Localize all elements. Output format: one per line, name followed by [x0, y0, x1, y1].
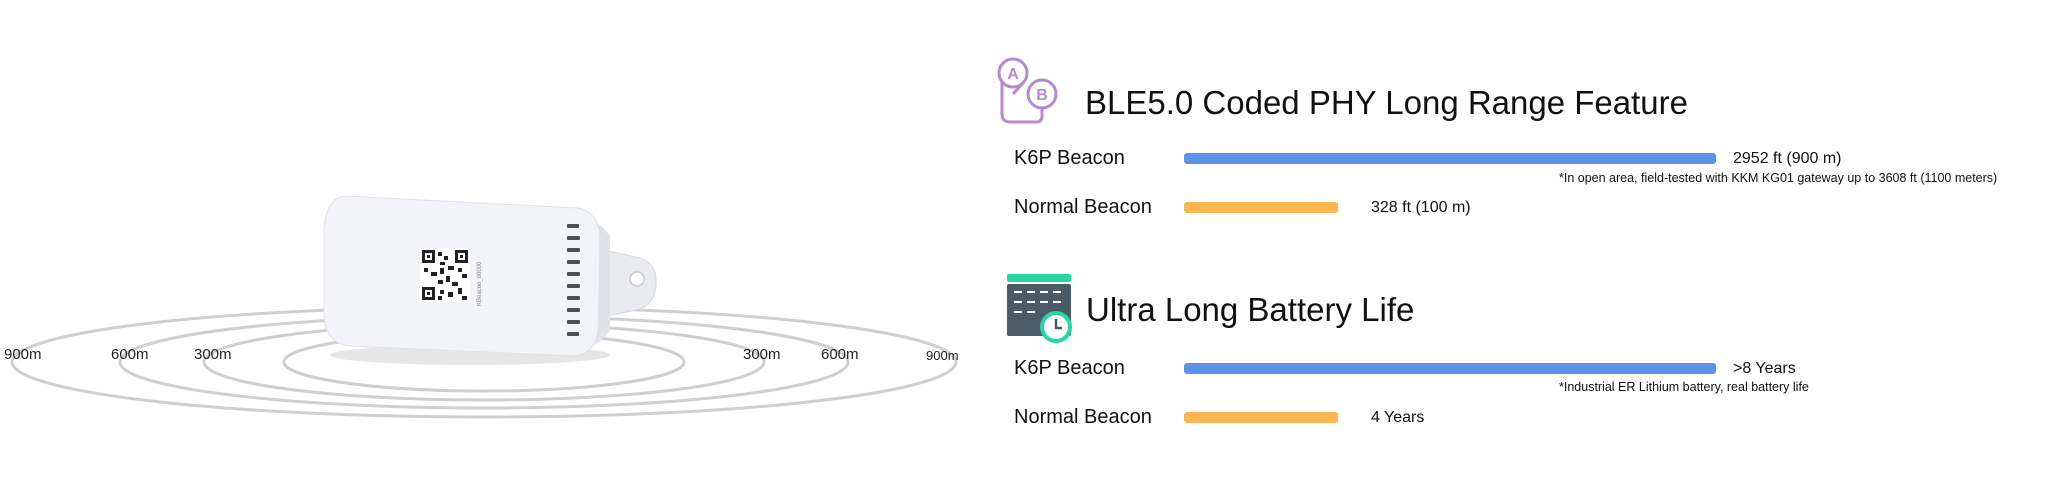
- svg-text:A: A: [1007, 66, 1019, 83]
- range-label-right-900m: 900m: [926, 348, 959, 363]
- svg-text:B: B: [1036, 87, 1048, 104]
- range-value-normal: 328 ft (100 m): [1371, 199, 1471, 216]
- battery-value-k6p: >8 Years: [1733, 360, 1796, 377]
- range-label-right-300m: 300m: [743, 346, 781, 363]
- range-value-k6p: 2952 ft (900 m): [1733, 150, 1842, 167]
- qr-code-icon: [420, 248, 470, 302]
- range-section-title: BLE5.0 Coded PHY Long Range Feature: [1085, 84, 1688, 121]
- device-label: KBeacon_00000: [477, 261, 483, 306]
- range-row-label-k6p: K6P Beacon: [1014, 147, 1125, 169]
- battery-row-label-k6p: K6P Beacon: [1014, 357, 1125, 379]
- range-footnote: *In open area, field-tested with KKM KG0…: [1559, 171, 1998, 185]
- battery-value-normal: 4 Years: [1371, 409, 1425, 426]
- range-bar-k6p: [1184, 153, 1716, 164]
- range-diagram: KBeacon_00000: [10, 195, 958, 419]
- calendar-clock-icon: [1007, 274, 1072, 343]
- ab-location-pins-icon: A B: [997, 57, 1058, 124]
- range-row-label-normal: Normal Beacon: [1014, 196, 1152, 218]
- range-label-left-300m: 300m: [194, 346, 232, 363]
- battery-footnote: *Industrial ER Lithium battery, real bat…: [1559, 380, 1809, 394]
- battery-section-title: Ultra Long Battery Life: [1086, 291, 1415, 328]
- range-label-right-600m: 600m: [821, 346, 859, 363]
- range-label-left-900m: 900m: [4, 346, 42, 363]
- battery-bar-k6p: [1184, 363, 1716, 374]
- beacon-device-icon: [323, 195, 657, 365]
- battery-row-label-normal: Normal Beacon: [1014, 406, 1152, 428]
- range-label-left-600m: 600m: [111, 346, 149, 363]
- range-bar-normal: [1184, 202, 1338, 213]
- battery-bar-normal: [1184, 412, 1338, 423]
